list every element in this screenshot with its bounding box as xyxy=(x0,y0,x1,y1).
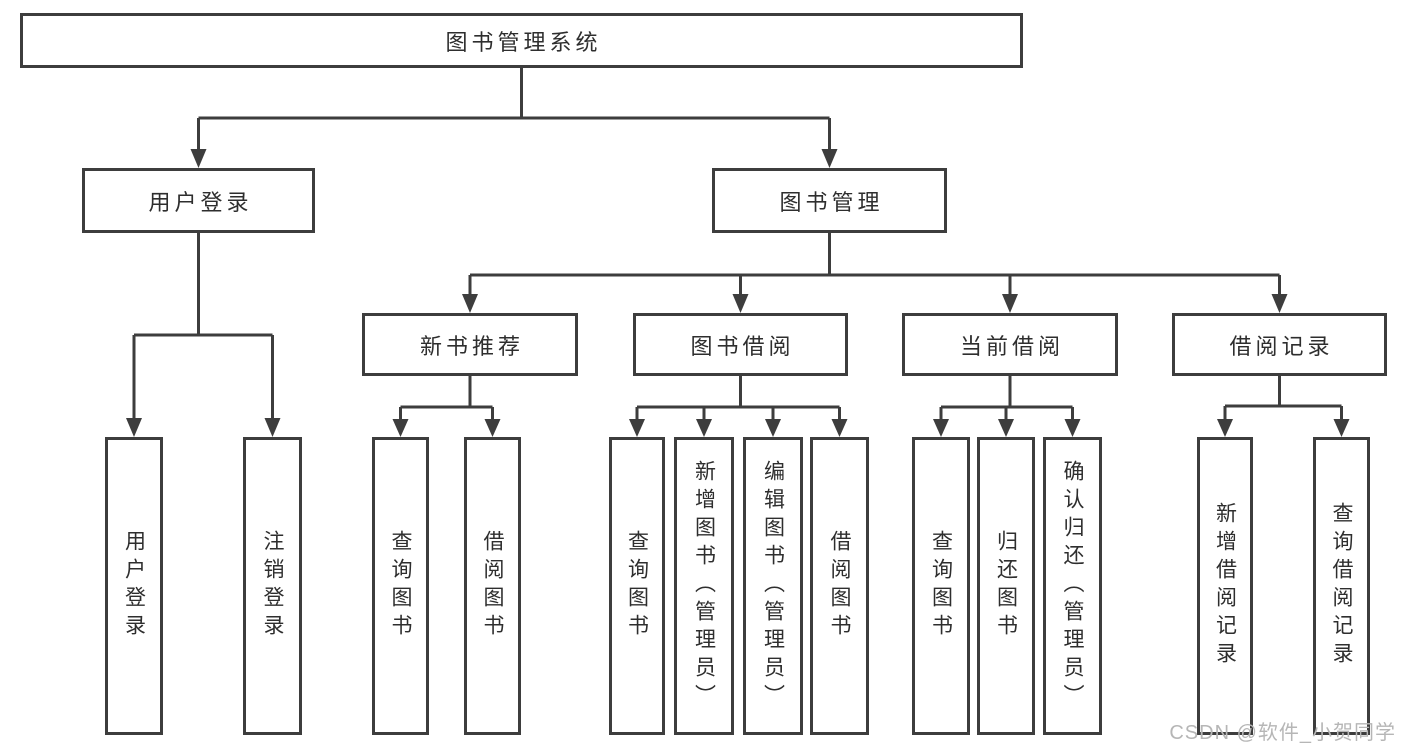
leaf-query-books-borrow: 查询图书 xyxy=(609,437,665,735)
arrowhead-icon xyxy=(696,419,712,437)
arrowhead-icon xyxy=(1333,419,1350,437)
node-new-book-recommend: 新书推荐 xyxy=(362,313,578,376)
arrowhead-icon xyxy=(998,419,1014,437)
leaf-edit-book-admin: 编辑图书（管理员） xyxy=(743,437,803,735)
leaf-add-book-admin: 新增图书（管理员） xyxy=(674,437,734,735)
arrowhead-icon xyxy=(765,419,781,437)
arrowhead-icon xyxy=(126,418,142,437)
leaf-borrow-books-recommend: 借阅图书 xyxy=(464,437,521,735)
node-library-management-system: 图书管理系统 xyxy=(20,13,1023,68)
connector-new-book-children xyxy=(400,376,493,409)
arrowhead-icon xyxy=(629,419,645,437)
arrowhead-icon xyxy=(264,418,281,437)
leaf-user-login: 用户登录 xyxy=(105,437,163,735)
leaf-logout: 注销登录 xyxy=(243,437,302,735)
arrowhead-icon xyxy=(1064,419,1081,437)
node-current-borrow: 当前借阅 xyxy=(902,313,1118,376)
leaf-add-borrow-record: 新增借阅记录 xyxy=(1197,437,1253,735)
connector-user-login-children xyxy=(134,233,273,337)
arrowhead-icon xyxy=(484,419,501,437)
leaf-query-borrow-record: 查询借阅记录 xyxy=(1313,437,1370,735)
leaf-confirm-return-admin: 确认归还（管理员） xyxy=(1043,437,1102,735)
arrowhead-icon xyxy=(933,419,949,437)
arrowhead-icon xyxy=(732,294,749,313)
leaf-return-book: 归还图书 xyxy=(977,437,1035,735)
arrowhead-icon xyxy=(821,149,838,168)
connector-root-to-level2 xyxy=(198,66,830,120)
arrowhead-icon xyxy=(1002,294,1018,313)
csdn-watermark: CSDN @软件_小贺同学 xyxy=(1169,722,1396,744)
arrowhead-icon xyxy=(190,149,207,168)
node-borrow-records: 借阅记录 xyxy=(1172,313,1387,376)
arrowhead-icon xyxy=(392,419,409,437)
leaf-query-books-current: 查询图书 xyxy=(912,437,970,735)
arrowhead-icon xyxy=(1271,294,1288,313)
arrowhead-icon xyxy=(1217,419,1233,437)
node-book-management: 图书管理 xyxy=(712,168,947,233)
node-book-borrow: 图书借阅 xyxy=(633,313,848,376)
connector-book-management-to-level3 xyxy=(470,233,1280,277)
connector-current-borrow-children xyxy=(941,376,1073,409)
arrowhead-icon xyxy=(831,419,848,437)
connector-book-borrow-children xyxy=(637,376,840,409)
connector-borrow-records-children xyxy=(1225,376,1342,408)
arrowhead-icon xyxy=(462,294,478,313)
node-user-login: 用户登录 xyxy=(82,168,315,233)
leaf-borrow-books: 借阅图书 xyxy=(810,437,869,735)
leaf-query-books-recommend: 查询图书 xyxy=(372,437,429,735)
